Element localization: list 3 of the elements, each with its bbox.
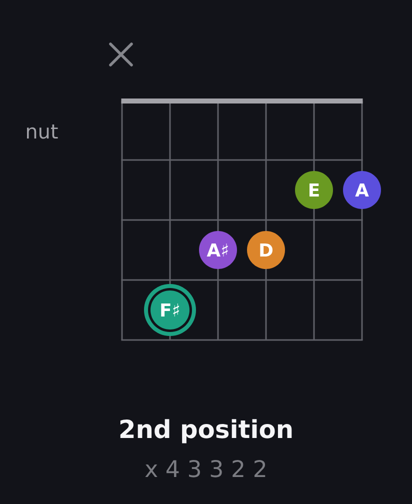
- title: 2nd position: [120, 419, 292, 444]
- fingering-caption: x 4 3 3 2 2: [145, 460, 266, 478]
- nut-label: nut: [27, 124, 58, 139]
